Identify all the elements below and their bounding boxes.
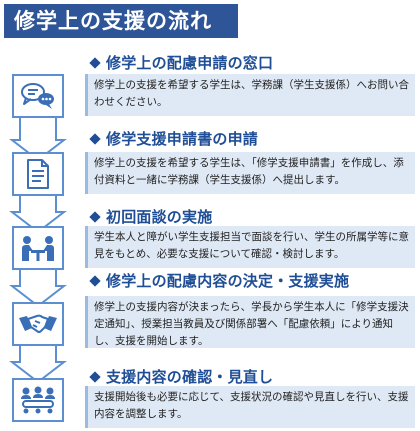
arrow-4 xyxy=(9,346,67,384)
diamond-icon xyxy=(89,57,101,69)
step-2-icon-box xyxy=(12,152,64,196)
flow-connector xyxy=(9,118,67,384)
step-1-description: 修学上の支援を希望する学生は、学務課（学生支援係）へお問い合わせください。 xyxy=(85,74,415,116)
step-3-description: 学生本人と障がい学生支援担当で面談を行い、学生の所属学等に意見をもとめ、必要な支… xyxy=(85,226,415,268)
step-3-title: 初回面談の実施 xyxy=(106,208,213,226)
diamond-icon xyxy=(89,371,101,383)
step-2-description: 修学上の支援を希望する学生は、「修学支援申請書」を作成し、添付資料と一緒に学務課… xyxy=(85,152,415,194)
step-1-title-row: 修学上の配慮申請の窓口 xyxy=(89,52,274,73)
arrow-3 xyxy=(9,270,67,308)
document-icon xyxy=(27,159,49,189)
meeting-icon xyxy=(22,236,54,261)
step-3-title-row: 初回面談の実施 xyxy=(89,206,213,227)
diamond-icon xyxy=(89,211,101,223)
step-1-icon-box xyxy=(12,74,64,118)
flow-column xyxy=(0,0,90,431)
diamond-icon xyxy=(89,133,101,145)
step-5-title: 支援内容の確認・見直し xyxy=(106,368,274,386)
step-4-description: 修学上の支援内容が決まったら、学長から学生本人に「修学支援決定通知」、授業担当教… xyxy=(85,296,415,348)
page-title: 修学上の支援の流れ xyxy=(4,4,238,38)
step-2-title-row: 修学支援申請書の申請 xyxy=(89,128,259,149)
step-4-icon-box xyxy=(12,302,64,346)
step-2-title: 修学支援申請書の申請 xyxy=(106,130,259,148)
step-4-title-row: 修学上の配慮内容の決定・支援実施 xyxy=(89,270,350,291)
step-3-icon-box xyxy=(12,226,64,270)
step-5-icon-box xyxy=(12,378,64,422)
diamond-icon xyxy=(89,275,101,287)
step-1-title: 修学上の配慮申請の窓口 xyxy=(106,54,274,72)
step-5-description: 支援開始後も必要に応じて、支援状況の確認や見直しを行い、支援内容を調整します。 xyxy=(85,386,415,428)
chat-bubbles-icon xyxy=(21,83,54,109)
handshake-icon xyxy=(19,314,57,333)
step-5-title-row: 支援内容の確認・見直し xyxy=(89,366,274,387)
group-icon xyxy=(21,386,55,414)
step-4-title: 修学上の配慮内容の決定・支援実施 xyxy=(106,272,350,290)
